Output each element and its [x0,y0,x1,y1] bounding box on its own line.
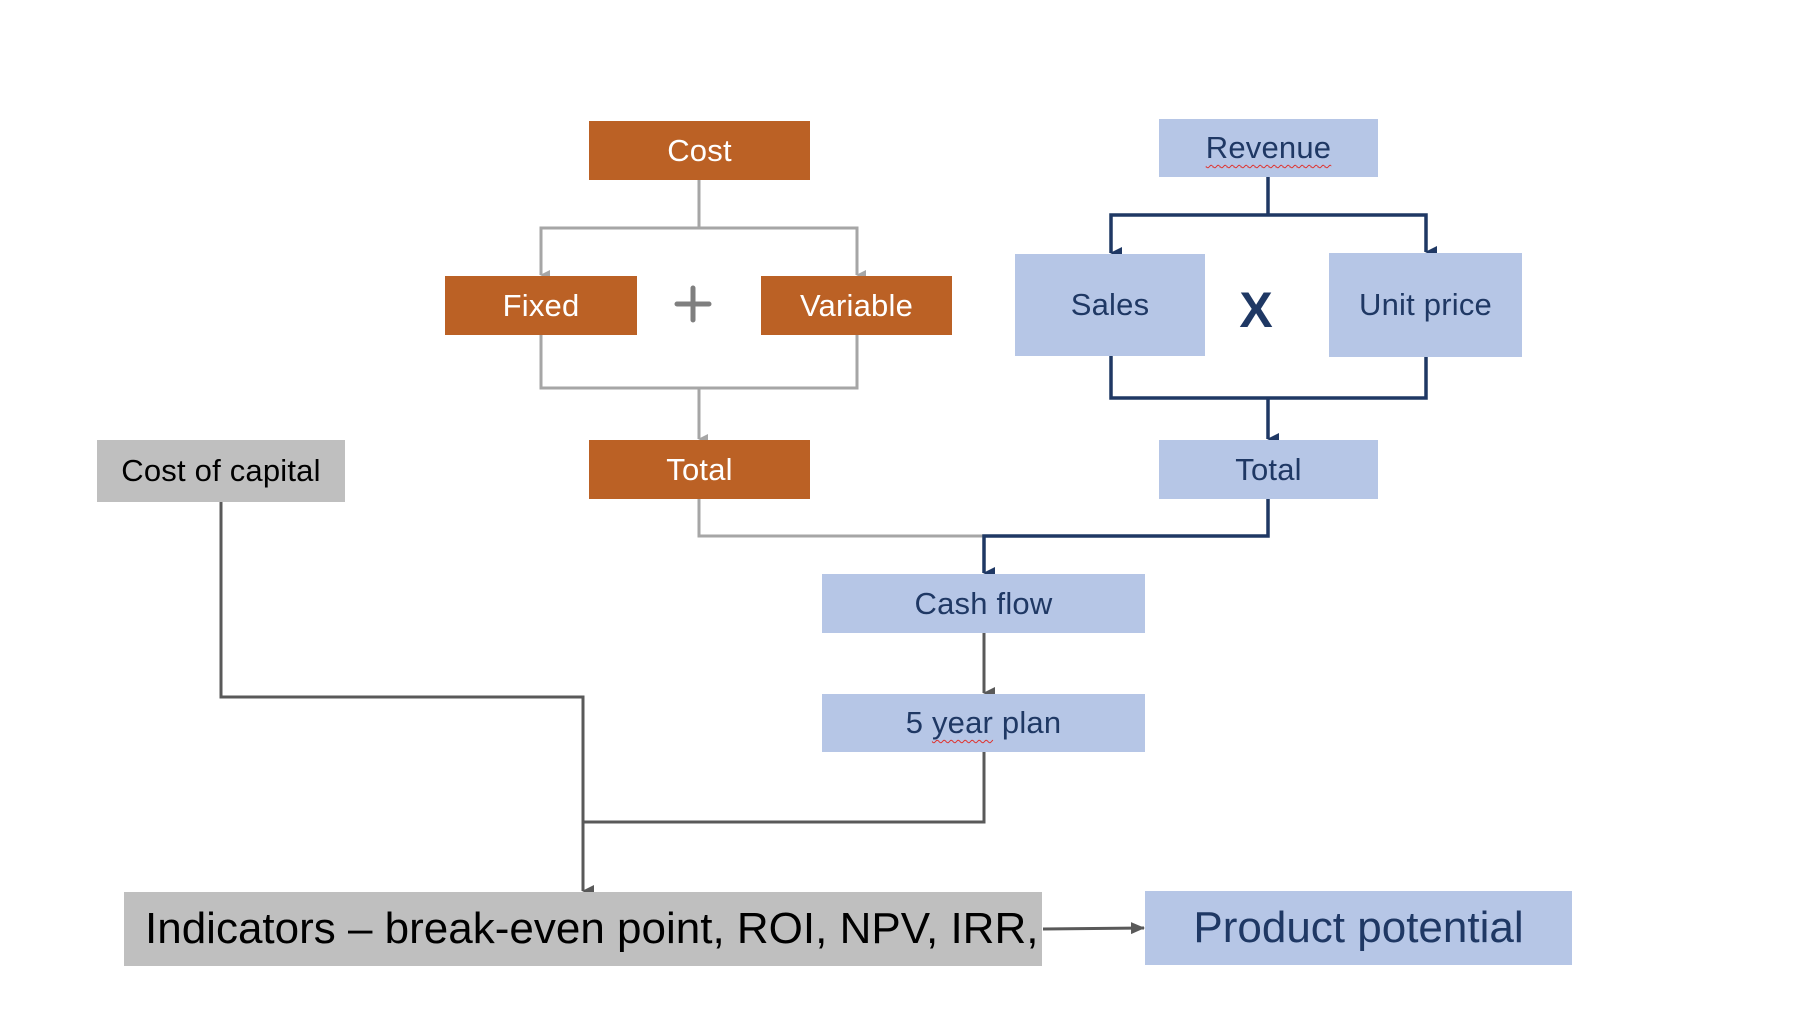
fixed-label: Fixed [502,287,580,323]
unit-price-label: Unit price [1359,287,1492,322]
edge-total-cost-to-cash-flow [697,499,984,538]
edge-cost-of-capital-to-indicators [219,502,594,897]
sales-box: Sales [1015,254,1205,356]
five-year-plan-label: 5 year plan [906,705,1062,741]
cash-flow-label: Cash flow [914,585,1053,621]
edge-fixed-variable-join [539,335,859,390]
product-potential-label: Product potential [1193,903,1524,952]
edge-plan-to-indicators [583,752,986,824]
revenue-box: Revenue [1159,119,1378,177]
variable-label: Variable [799,287,914,323]
total-revenue-box: Total [1159,440,1378,499]
sales-label: Sales [1070,287,1150,322]
total-cost-box: Total [589,440,810,499]
edge-sales-unitprice-join [1109,356,1428,400]
multiply-icon: X [1228,280,1284,340]
cost-box: Cost [589,121,810,180]
total-revenue-label: Total [1235,451,1302,487]
multiply-symbol: X [1239,282,1273,338]
unit-price-box: Unit price [1329,253,1522,357]
plan-label-year: year [931,705,994,740]
indicators-label: Indicators – break-even point, ROI, NPV,… [145,904,1039,953]
edge-cost-to-variable [699,226,866,280]
edge-total-revenue-to-cash-flow [982,499,1270,579]
cost-of-capital-box: Cost of capital [97,440,345,502]
cost-label: Cost [667,132,732,168]
indicators-box: Indicators – break-even point, ROI, NPV,… [124,892,1042,966]
five-year-plan-box: 5 year plan [822,694,1145,752]
edge-revenue-to-unit-price [1268,213,1437,258]
total-cost-label: Total [666,451,733,487]
plan-label-suffix: plan [993,705,1062,740]
revenue-label: Revenue [1205,130,1332,165]
cash-flow-box: Cash flow [822,574,1145,633]
edge-indicators-to-product-potential [1042,922,1145,935]
fixed-cost-box: Fixed [445,276,637,335]
plan-label-prefix: 5 [905,705,932,740]
cost-of-capital-label: Cost of capital [121,453,321,488]
plus-icon [664,275,722,333]
variable-cost-box: Variable [761,276,952,335]
product-potential-box: Product potential [1145,891,1572,965]
edge-cost-to-fixed [539,226,699,280]
edge-revenue-to-sales [1109,213,1268,259]
